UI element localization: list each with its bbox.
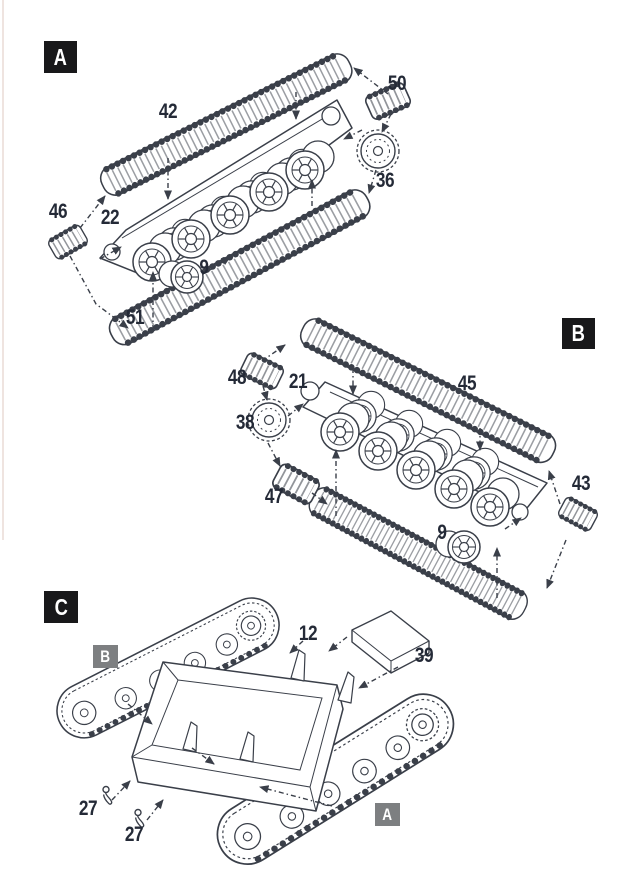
subassembly-marker-b-label: B — [100, 646, 111, 666]
track-link-43 — [557, 496, 599, 532]
subassembly-marker-b: B — [93, 645, 118, 668]
subassembly-marker-a-label: A — [382, 804, 393, 824]
part-number-51: 51 — [125, 306, 145, 329]
assembly-arrows-b — [260, 344, 567, 598]
tow-hook-27-upper — [102, 785, 113, 805]
step-marker-a: A — [44, 41, 77, 73]
part-number-42: 42 — [158, 100, 178, 123]
part-number-27-lower: 27 — [124, 823, 144, 846]
step-marker-b: B — [562, 318, 595, 349]
part-number-9-b: 9 — [437, 521, 447, 544]
assembly-arrows-a — [69, 67, 392, 330]
step-a-illustration — [47, 50, 412, 350]
step-b-illustration — [239, 315, 599, 624]
step-marker-c: C — [44, 591, 78, 623]
part-number-12: 12 — [298, 622, 318, 645]
part-number-36: 36 — [375, 169, 395, 192]
part-number-50: 50 — [387, 72, 407, 95]
subassembly-marker-a: A — [375, 803, 400, 826]
part-number-45: 45 — [457, 372, 477, 395]
part-number-9-a: 9 — [199, 256, 209, 279]
page-edge-artifact — [2, 0, 4, 540]
part-number-21: 21 — [288, 370, 308, 393]
part-number-43: 43 — [571, 472, 591, 495]
part-number-48: 48 — [227, 366, 247, 389]
part-number-47: 47 — [264, 485, 284, 508]
part-number-39: 39 — [414, 644, 434, 667]
part-number-38: 38 — [235, 411, 255, 434]
rear-plate-39 — [351, 610, 430, 674]
step-marker-b-label: B — [571, 320, 586, 346]
track-link-46 — [47, 223, 89, 260]
part-number-27-upper: 27 — [78, 797, 98, 820]
sprocket-38 — [247, 398, 291, 442]
hull-tub — [131, 649, 355, 812]
assembly-arrows-c — [111, 636, 399, 821]
part-number-22: 22 — [100, 206, 120, 229]
step-c-illustration — [48, 589, 465, 876]
step-marker-a-label: A — [53, 43, 68, 70]
step-marker-c-label: C — [54, 593, 68, 620]
sprocket-36 — [356, 129, 400, 173]
part-number-46: 46 — [48, 200, 68, 223]
